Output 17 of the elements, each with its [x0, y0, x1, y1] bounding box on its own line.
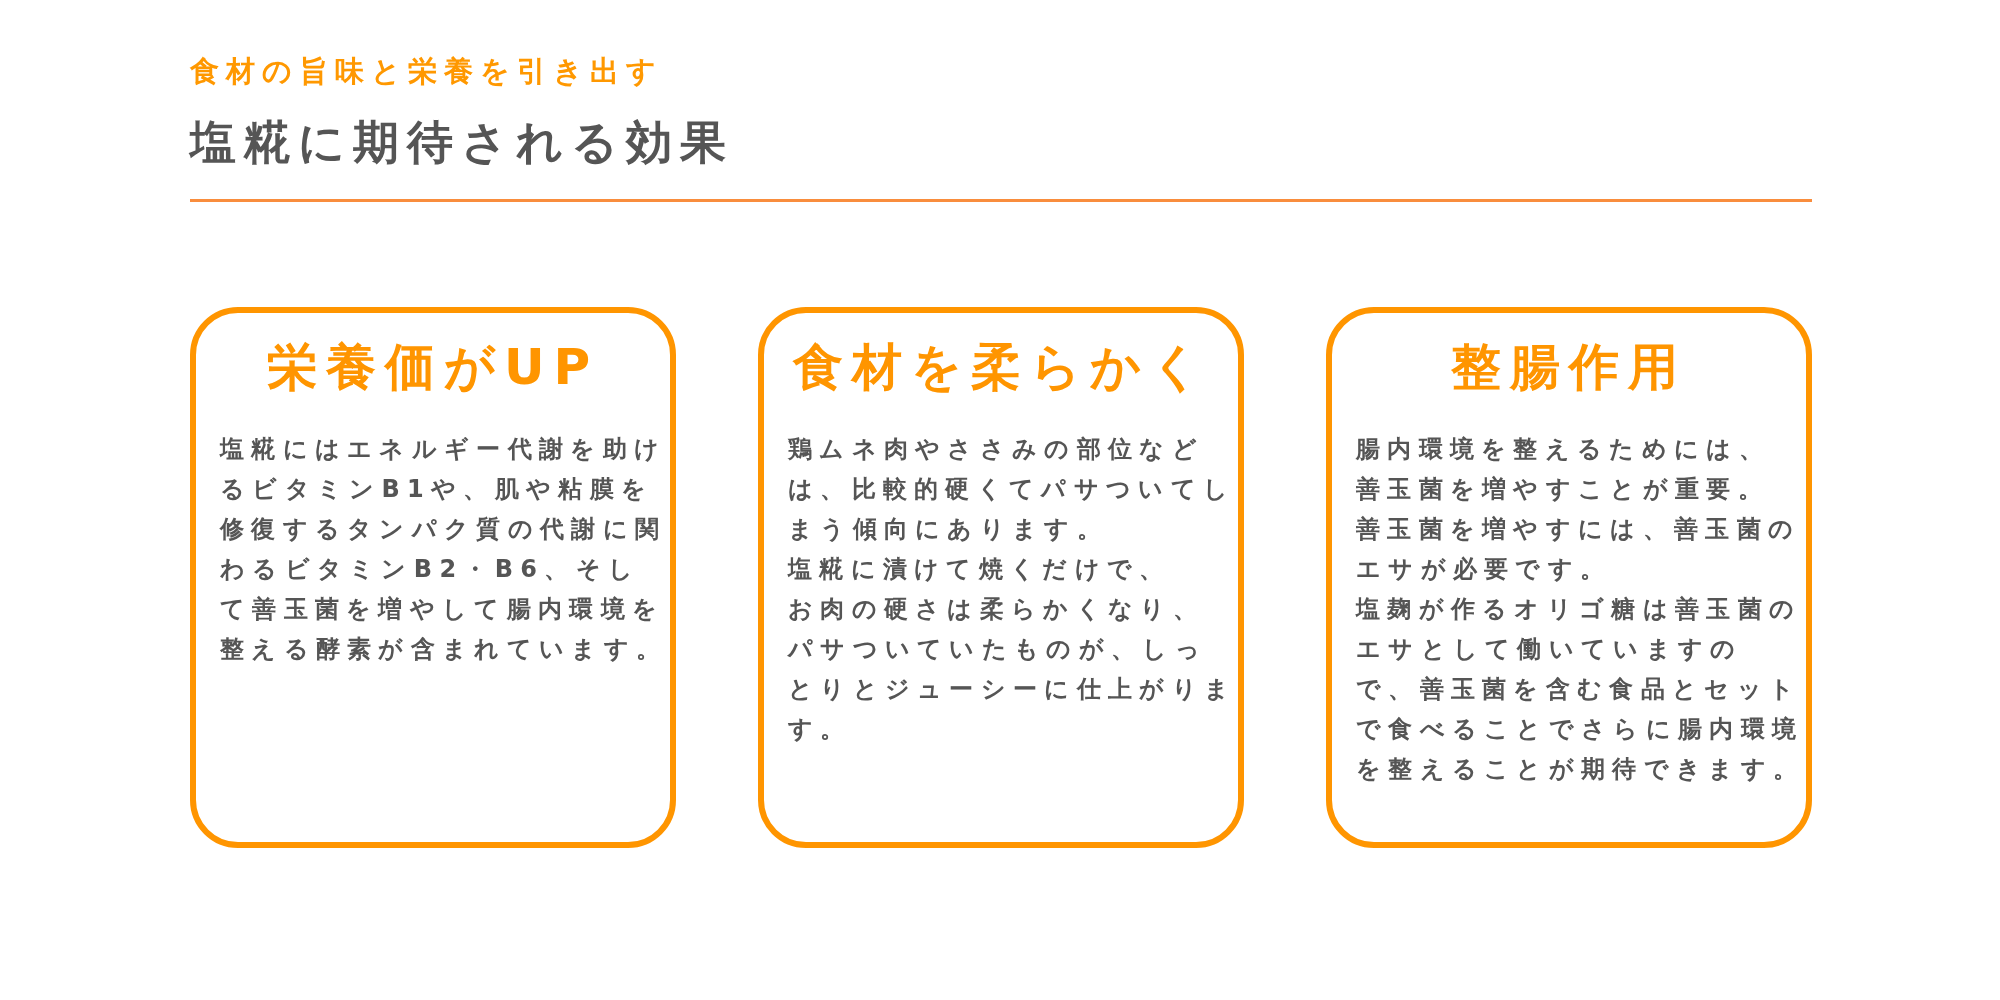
- body-text: 腸内環境を整えるためには、: [1356, 434, 1771, 465]
- body-text: 善玉菌を増やすことが重要。: [1356, 474, 1770, 505]
- card: [1326, 307, 1812, 848]
- body-text: 善玉菌を増やすには、善玉菌のエサが必要です。: [1356, 514, 1802, 585]
- card-heading: 整腸作用: [1450, 337, 1688, 398]
- card-heading: 食材を柔らかく: [791, 337, 1211, 398]
- body-text: 塩麹が作るオリゴ糖は善玉菌のエサとして働いていますので、善玉菌を含む食品とセットで食べることでさらに腸内環境を整えることが期待できます。: [1356, 594, 1806, 785]
- body-text: パサついていたものが、しっとりとジューシーに仕上がります。: [788, 634, 1238, 745]
- body-text: お肉の硬さは柔らかくなり、: [788, 594, 1205, 625]
- title: 塩糀に期待される効果: [190, 114, 734, 171]
- body-text: 塩糀に漬けて焼くだけで、: [788, 554, 1172, 585]
- card-heading: 栄養価がUP: [265, 337, 601, 398]
- body-text: 鶏ムネ肉やささみの部位などは、比較的硬くてパサついてしまう傾向にあります。: [788, 434, 1237, 545]
- body-text: 塩糀にはエネルギー代謝を助けるビタミンB1や、肌や粘膜を修復するタンパク質の代謝に関わるビタミンB2・B6、そして善玉菌を増やして腸内環境を整える酵素が含まれています。: [220, 434, 669, 665]
- card: [190, 307, 676, 848]
- card: [758, 307, 1244, 848]
- subtitle: 食材の旨味と栄養を引き出す: [190, 53, 663, 90]
